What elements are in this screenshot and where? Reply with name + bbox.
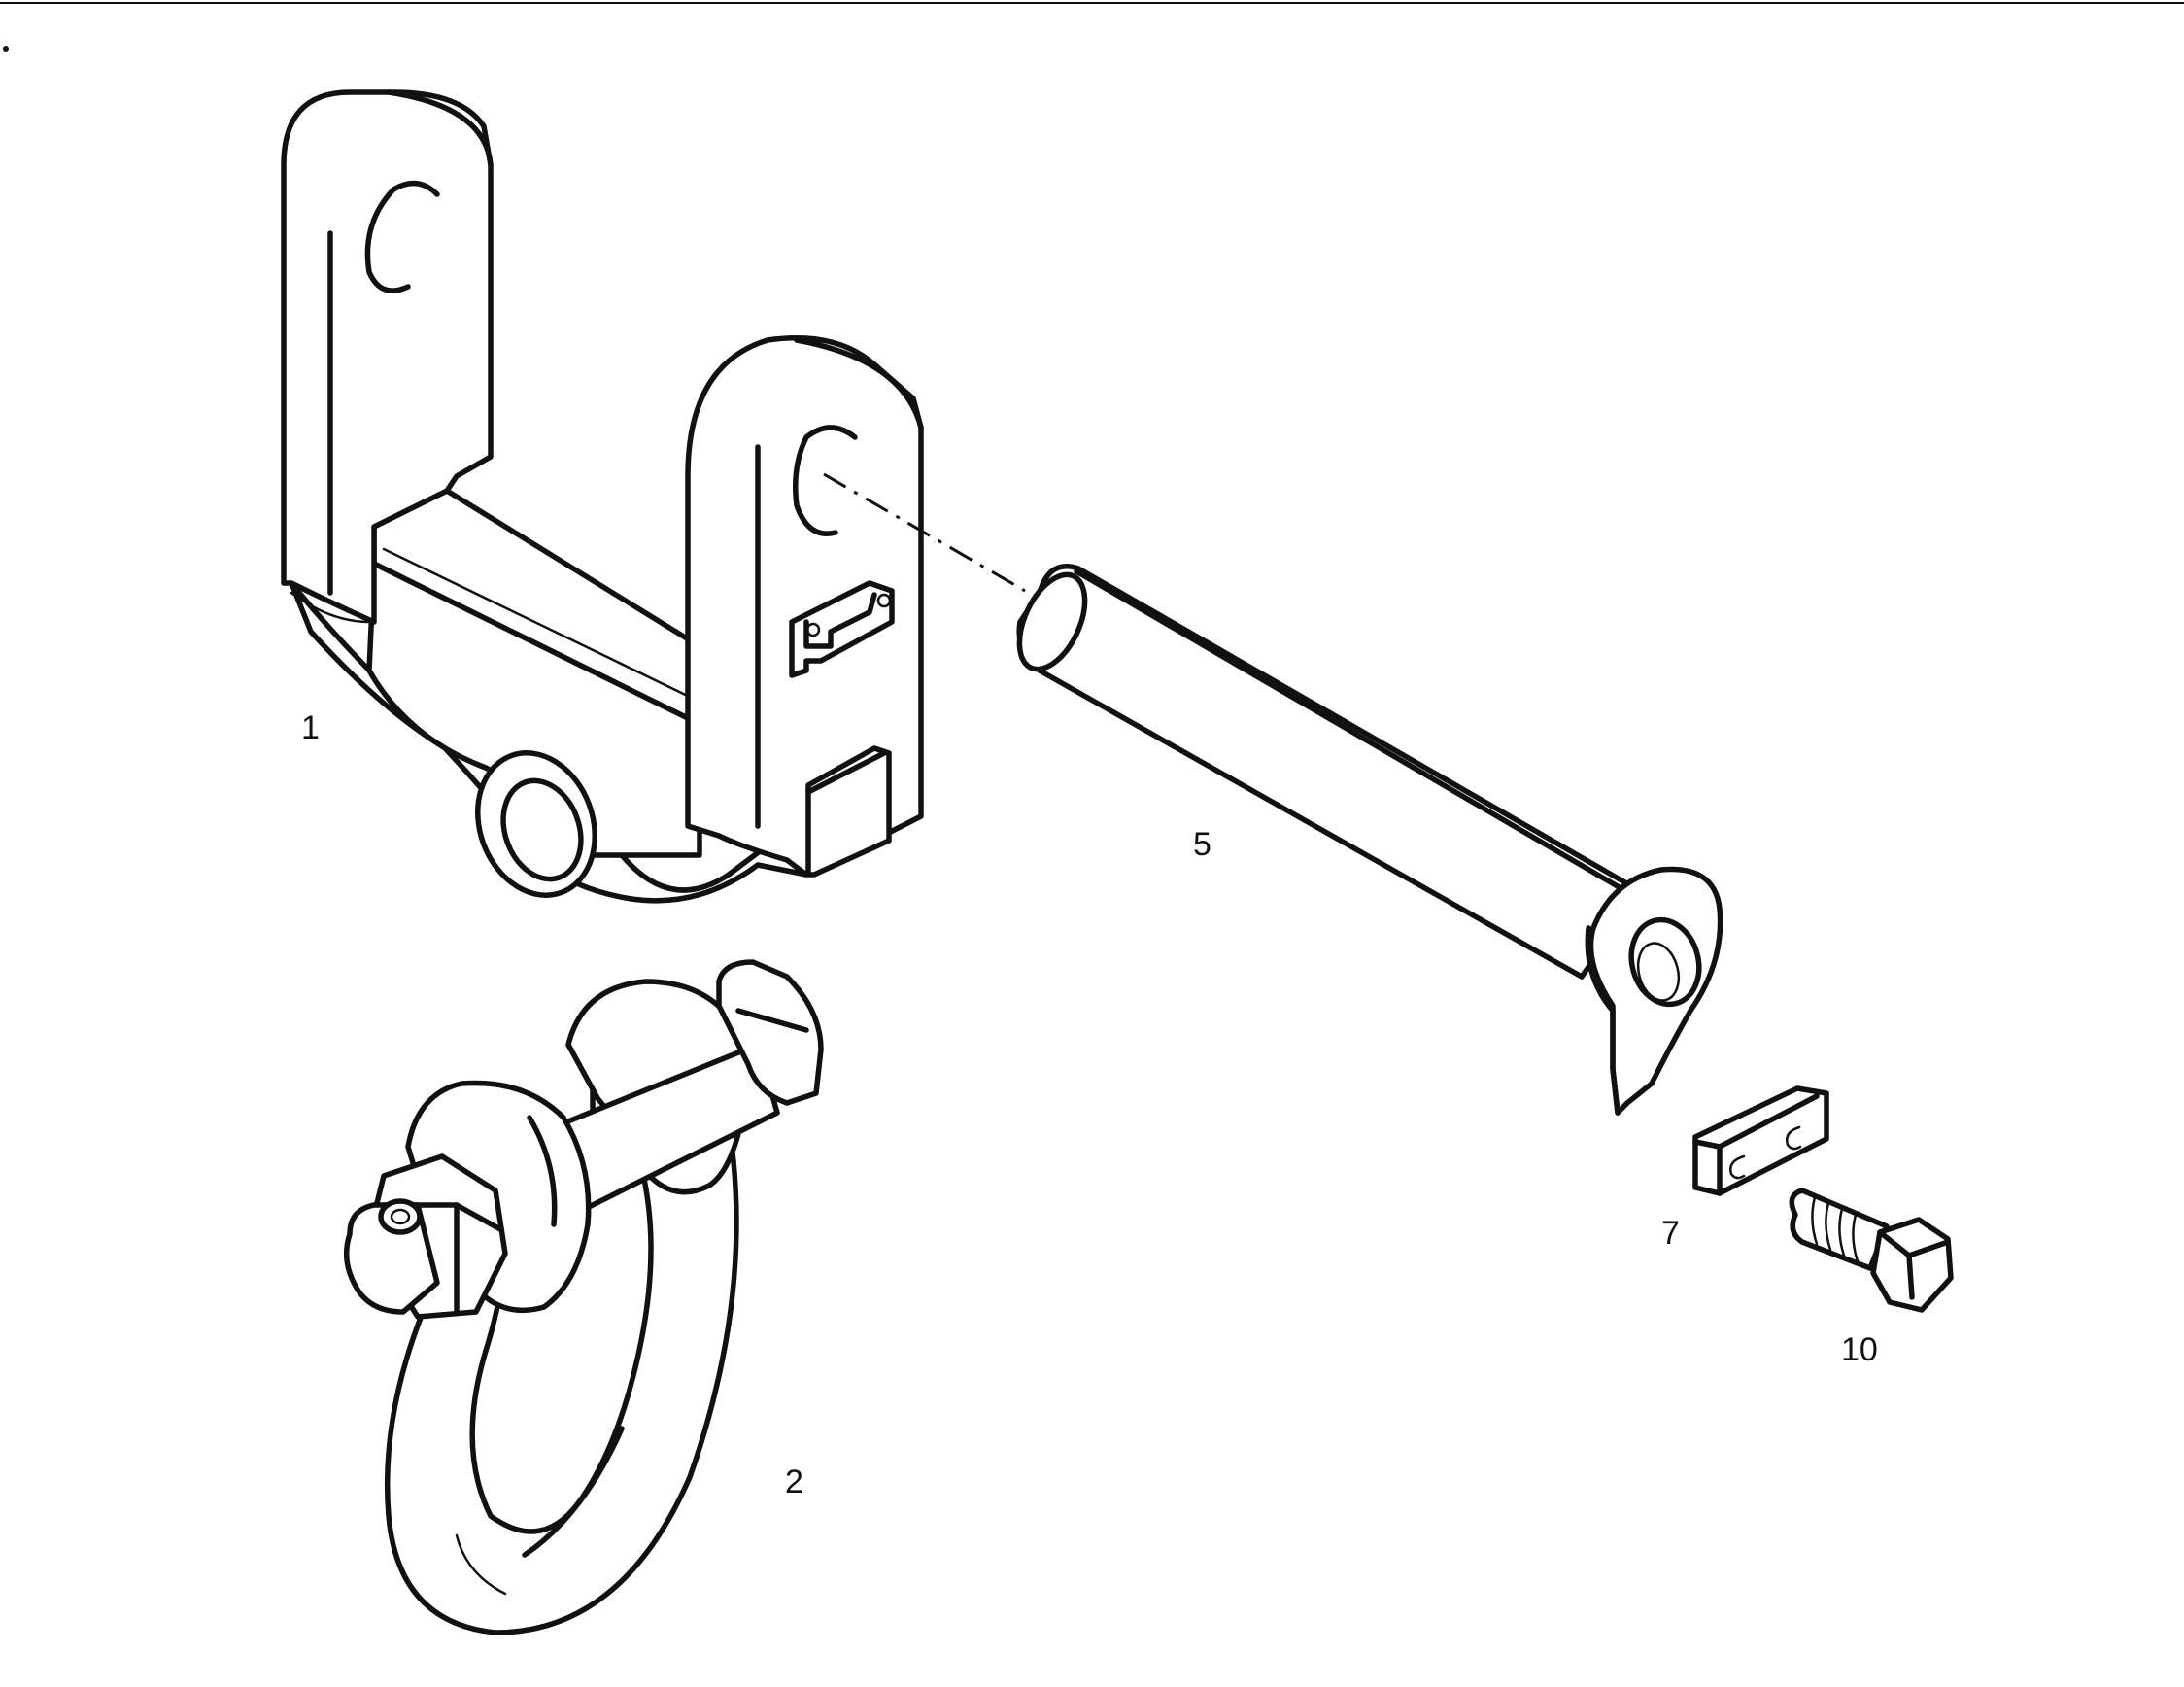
callout-part-5: 5: [1193, 826, 1211, 863]
scan-speck: [3, 46, 9, 52]
callout-part-7: 7: [1661, 1215, 1680, 1252]
part-7-locking-plate: [1692, 1085, 1829, 1196]
callout-part-10: 10: [1841, 1331, 1878, 1368]
callout-part-1: 1: [301, 709, 320, 746]
part-10-hex-bolt: [1789, 1188, 1954, 1313]
part-2-shackle: [343, 959, 824, 1635]
part-5-pin: [1016, 564, 1723, 1116]
part-1-bracket: [281, 89, 924, 904]
assembly-axis-line: [823, 472, 1026, 593]
callout-part-2: 2: [785, 1463, 803, 1500]
